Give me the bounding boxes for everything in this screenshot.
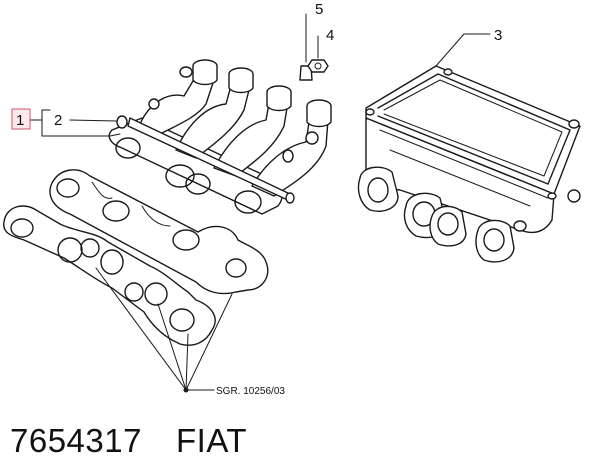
callout-leaders (29, 33, 491, 137)
callout-2: 2 (54, 112, 62, 129)
intake-manifold (108, 59, 332, 215)
callout-4: 4 (326, 27, 334, 44)
brand-name: FIAT (176, 422, 247, 459)
plenum-housing-part-3 (357, 65, 581, 263)
plug-part-2 (69, 115, 128, 129)
callout-1-highlight (11, 108, 31, 130)
stud-part-5 (299, 13, 313, 81)
callout-1: 1 (16, 112, 24, 129)
callout-3: 3 (494, 27, 502, 44)
reference-code: SGR. 10256/03 (216, 386, 285, 397)
manifold-gasket (3, 169, 269, 393)
nut-part-4 (307, 35, 329, 73)
part-number: 7654317 (10, 422, 142, 459)
callout-5: 5 (315, 1, 323, 18)
